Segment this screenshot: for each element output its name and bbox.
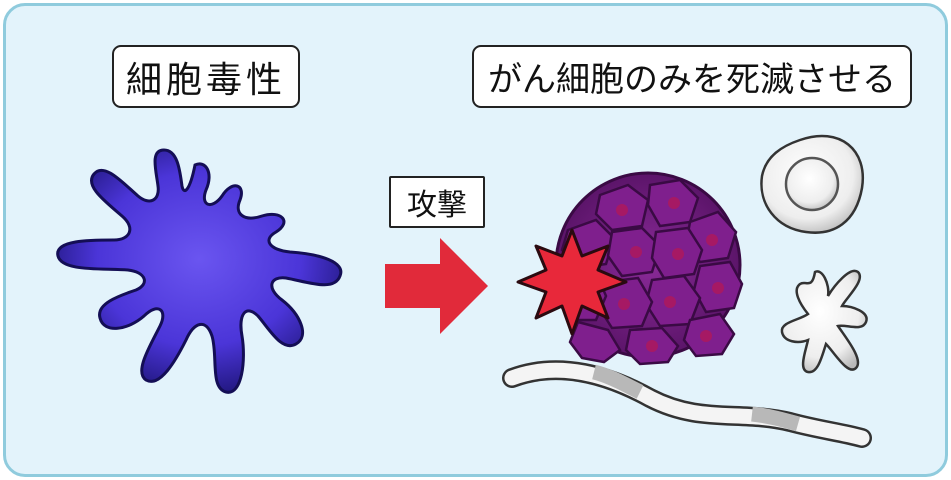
cytotoxic-label: 細胞毒性 — [112, 45, 300, 108]
cancer-cell-cluster-icon — [554, 171, 744, 366]
healthy-round-cell-icon — [760, 134, 865, 234]
healthy-star-cell-icon — [780, 269, 868, 374]
attack-arrow-icon — [385, 238, 488, 334]
attack-label: 攻撃 — [389, 176, 485, 228]
healthy-strand-cell-icon — [502, 360, 872, 448]
killer-cell-icon — [56, 148, 343, 394]
kill-only-cancer-label: がん細胞のみを死滅させる — [472, 45, 912, 108]
impact-burst-icon — [516, 228, 628, 336]
